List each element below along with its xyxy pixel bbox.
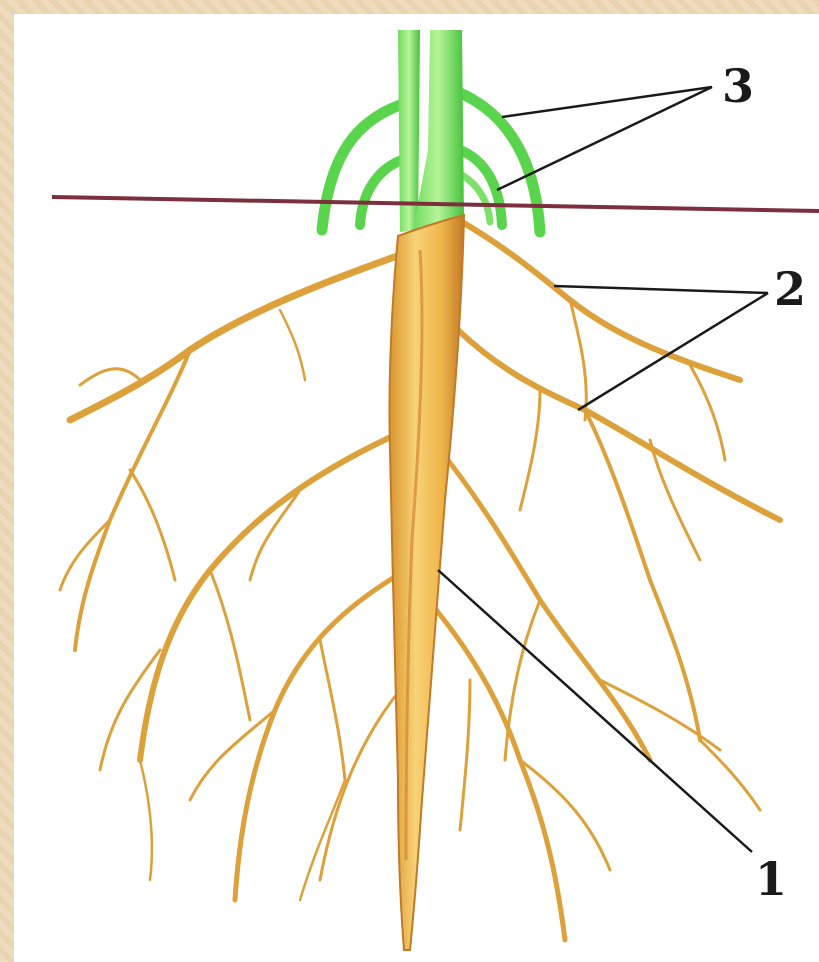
label-3: 3 bbox=[722, 59, 754, 113]
lateral-root bbox=[140, 760, 152, 880]
label-1: 1 bbox=[755, 852, 787, 906]
lateral-root bbox=[140, 435, 395, 760]
lateral-root bbox=[320, 690, 400, 880]
lateral-root bbox=[462, 222, 740, 380]
lateral-root bbox=[600, 680, 720, 750]
lateral-root bbox=[650, 440, 700, 560]
lateral-root bbox=[700, 740, 760, 810]
lateral-root bbox=[585, 410, 700, 740]
lateral-root bbox=[520, 390, 540, 510]
lateral-root bbox=[460, 680, 470, 830]
leader-line-2a bbox=[554, 286, 768, 293]
lateral-root bbox=[210, 570, 250, 720]
lateral-root bbox=[130, 470, 175, 580]
lateral-root bbox=[520, 760, 610, 870]
leader-line-1 bbox=[438, 570, 752, 852]
lateral-root bbox=[440, 450, 650, 760]
lateral-root bbox=[60, 520, 110, 590]
lateral-root bbox=[690, 365, 725, 460]
lateral-root bbox=[190, 710, 275, 800]
lateral-root bbox=[280, 310, 305, 380]
leader-line-2b bbox=[578, 293, 768, 410]
adventitious-root-right-small bbox=[462, 175, 490, 222]
lateral-root bbox=[70, 255, 400, 420]
lateral-root bbox=[320, 640, 345, 780]
lateral-root bbox=[75, 350, 190, 650]
lateral-root bbox=[428, 600, 565, 940]
adventitious-root-left-inner bbox=[360, 160, 402, 225]
lateral-root bbox=[80, 369, 140, 385]
lateral-root bbox=[300, 780, 345, 900]
label-2: 2 bbox=[774, 262, 806, 316]
